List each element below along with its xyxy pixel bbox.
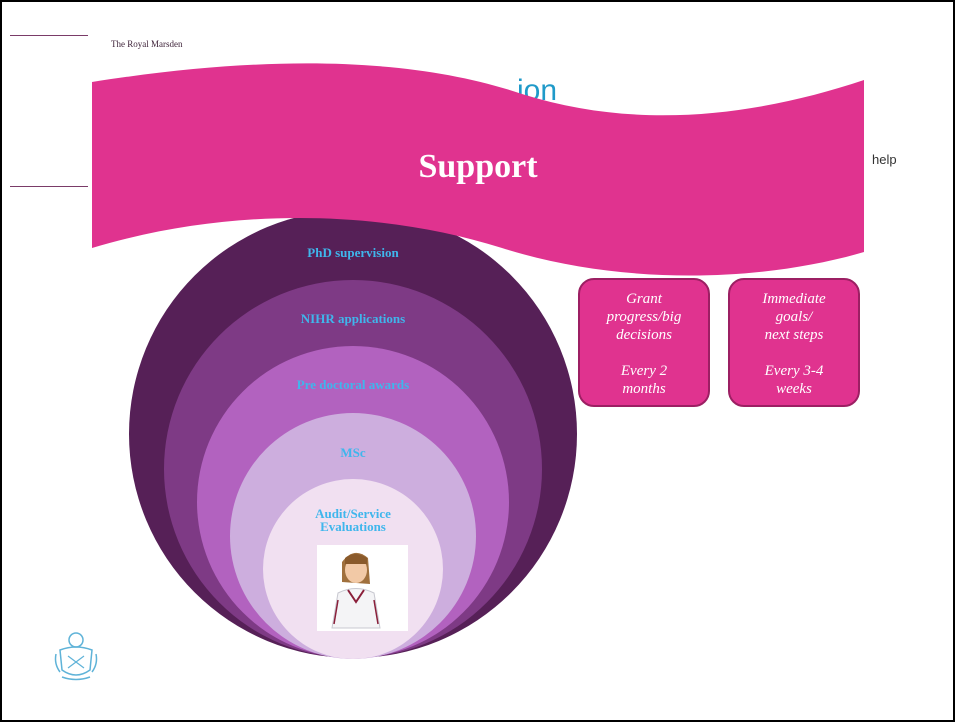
ring-label-nihr: NIHR applications <box>301 311 405 326</box>
box-frequency: Every 2 <box>620 363 668 379</box>
ring-label-phd: PhD supervision <box>307 245 399 260</box>
box-line: progress/big <box>606 309 682 325</box>
box-frequency: months <box>622 381 666 397</box>
box-frequency: weeks <box>776 381 812 397</box>
divider-bottom <box>10 186 88 187</box>
banner-label: Support <box>418 148 538 185</box>
box-line: next steps <box>764 327 824 343</box>
box-line: decisions <box>616 327 672 343</box>
box-frequency: Every 3-4 <box>764 363 824 379</box>
crest-icon <box>54 632 98 681</box>
meeting-box-goals: Immediate goals/ next steps Every 3-4 we… <box>728 278 860 407</box>
ring-label-audit-2: Evaluations <box>320 519 386 534</box>
box-line: goals/ <box>775 309 813 325</box>
org-name: The Royal Marsden <box>111 39 183 49</box>
meeting-box-grant: Grant progress/big decisions Every 2 mon… <box>578 278 710 407</box>
box-line: Immediate <box>762 291 826 307</box>
box-line: Grant <box>626 291 662 307</box>
divider-top <box>10 35 88 36</box>
support-banner <box>92 63 864 276</box>
nurse-illustration-icon <box>317 545 408 631</box>
side-text: help <box>872 152 897 167</box>
ring-label-audit: Audit/Service <box>315 506 391 521</box>
ring-label-predoc: Pre doctoral awards <box>297 377 409 392</box>
ring-label-msc: MSc <box>340 445 366 460</box>
